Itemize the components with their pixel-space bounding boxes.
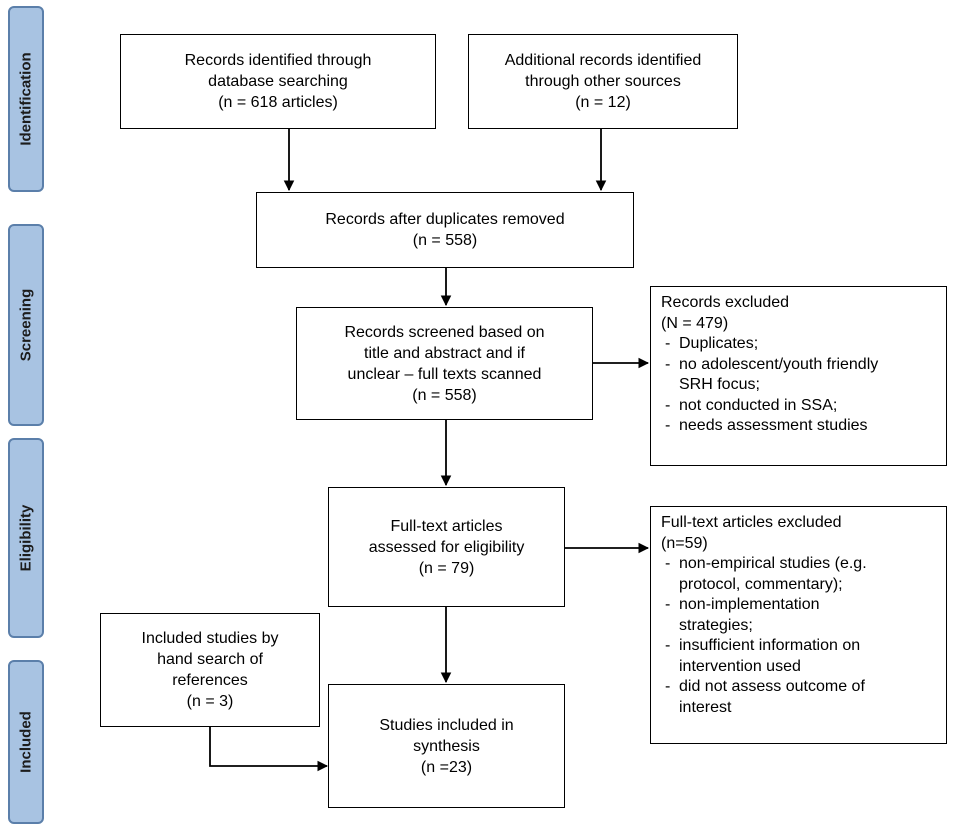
fulltext-excluded-count: (n=59)	[661, 534, 708, 552]
arrow-hand-to-included	[209, 727, 329, 772]
item-text: did not assess outcome of	[679, 678, 865, 695]
box-fulltext-line-3: (n = 79)	[418, 559, 475, 577]
box-fulltext-assessed: Full-text articles assessed for eligibil…	[328, 487, 565, 607]
box-duplicates-line-2: (n = 558)	[412, 232, 478, 249]
box-hand-line-2: hand search of	[157, 651, 263, 668]
box-screened-line-3: unclear – full texts scanned	[347, 365, 542, 383]
item-text: interest	[679, 698, 732, 716]
item-text: intervention used	[679, 657, 801, 675]
item-text: needs assessment studies	[679, 417, 868, 434]
fulltext-excluded-item: did not assess outcome of interest	[661, 677, 936, 718]
box-database-line-2: database searching	[208, 73, 348, 90]
box-fulltext-line-1: Full-text articles	[390, 517, 503, 535]
box-screened-line-1: Records screened based on	[344, 323, 545, 341]
records-excluded-list: Duplicates; no adolescent/youth friendly…	[661, 334, 936, 437]
box-database-line-3: (n = 618 articles)	[218, 94, 338, 111]
box-fulltext-line-2: assessed for eligibility	[368, 538, 525, 556]
records-excluded-item: no adolescent/youth friendly SRH focus;	[661, 355, 936, 396]
fulltext-excluded-item: non-implementation strategies;	[661, 595, 936, 636]
phase-eligibility: Eligibility	[8, 438, 44, 638]
box-other-line-3: (n = 12)	[575, 94, 631, 111]
item-text: non-empirical studies (e.g.	[679, 555, 867, 572]
item-text: protocol, commentary);	[679, 575, 843, 593]
box-screened-line-4: (n = 558)	[412, 386, 477, 404]
item-text: not conducted in SSA;	[679, 396, 838, 414]
item-text: Duplicates;	[679, 335, 759, 352]
box-included-line-2: synthesis	[413, 737, 480, 755]
item-text: no adolescent/youth friendly	[679, 355, 879, 373]
fulltext-excluded-item: non-empirical studies (e.g. protocol, co…	[661, 554, 936, 595]
box-hand-search: Included studies by hand search of refer…	[100, 613, 320, 727]
box-records-excluded: Records excluded (N = 479) Duplicates; n…	[650, 286, 947, 466]
records-excluded-item: needs assessment studies	[661, 416, 936, 437]
item-text: non-implementation	[679, 596, 820, 613]
item-text: strategies;	[679, 616, 753, 634]
box-hand-line-3: references	[172, 672, 248, 689]
box-hand-line-4: (n = 3)	[186, 693, 234, 710]
box-hand-line-1: Included studies by	[141, 630, 279, 647]
item-text: insufficient information on	[679, 637, 861, 654]
box-duplicates-line-1: Records after duplicates removed	[325, 211, 565, 228]
records-excluded-item: not conducted in SSA;	[661, 396, 936, 417]
records-excluded-item: Duplicates;	[661, 334, 936, 355]
item-text: SRH focus;	[679, 376, 760, 393]
box-other-sources: Additional records identified through ot…	[468, 34, 738, 129]
box-screened-line-2: title and abstract and if	[364, 344, 525, 362]
phase-included: Included	[8, 660, 44, 824]
phase-identification: Identification	[8, 6, 44, 192]
fulltext-excluded-title: Full-text articles excluded	[661, 514, 842, 531]
box-after-duplicates: Records after duplicates removed (n = 55…	[256, 192, 634, 268]
box-database-search: Records identified through database sear…	[120, 34, 436, 129]
box-other-line-1: Additional records identified	[504, 52, 702, 69]
fulltext-excluded-item: insufficient information on intervention…	[661, 636, 936, 677]
box-other-line-2: through other sources	[525, 73, 681, 90]
box-studies-included: Studies included in synthesis (n =23)	[328, 684, 565, 808]
box-database-line-1: Records identified through	[184, 52, 372, 69]
phase-screening: Screening	[8, 224, 44, 426]
box-fulltext-excluded: Full-text articles excluded (n=59) non-e…	[650, 506, 947, 744]
fulltext-excluded-list: non-empirical studies (e.g. protocol, co…	[661, 554, 936, 718]
box-records-screened: Records screened based on title and abst…	[296, 307, 593, 420]
records-excluded-count: (N = 479)	[661, 314, 729, 332]
box-included-line-3: (n =23)	[420, 758, 473, 776]
box-included-line-1: Studies included in	[379, 716, 514, 734]
records-excluded-title: Records excluded	[661, 294, 790, 311]
